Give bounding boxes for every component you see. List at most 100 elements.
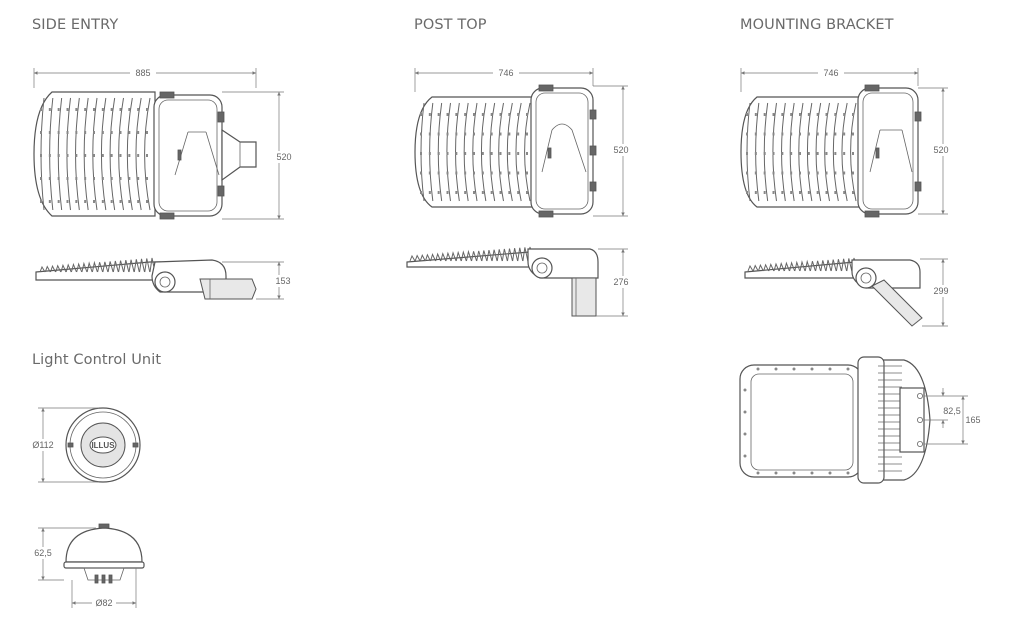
fin-slot (446, 152, 449, 155)
post-top-height-label: 276 (613, 277, 628, 287)
fin-tooth (39, 265, 46, 273)
fin-slot (455, 191, 458, 194)
fin-slot (66, 131, 69, 134)
heat-sink-fin (92, 97, 98, 211)
mounting-bracket-heading: MOUNTING BRACKET (740, 17, 894, 33)
fin-tooth (419, 253, 426, 262)
fin-slot (110, 108, 113, 111)
post-top-width-label: 520 (613, 145, 628, 155)
fin-slot (490, 171, 493, 175)
rim-dot (774, 471, 778, 475)
fin-tooth (97, 262, 104, 273)
fin-slot (490, 132, 493, 136)
post-top-height-dimension: 276 (596, 248, 635, 317)
fin-tooth (522, 247, 529, 262)
mounting-bracket-width-label: 520 (933, 145, 948, 155)
heat-sink-fin (515, 102, 522, 202)
fin-slot (137, 108, 140, 111)
fin-slot (66, 177, 69, 180)
fin-tooth (440, 252, 447, 262)
post-top-side-view (406, 246, 599, 317)
fin-slot (101, 131, 104, 134)
fin-slot (66, 154, 69, 157)
heat-sink-fin (489, 102, 496, 202)
fin-slot (464, 113, 467, 116)
rim-dot (846, 367, 850, 371)
fin-tooth (471, 251, 478, 262)
fin-tooth (794, 260, 801, 272)
fin-slot (772, 191, 775, 194)
fin-slot (40, 154, 42, 157)
fin-slot (101, 108, 104, 111)
mounting-bracket-height-label: 299 (933, 286, 948, 296)
fin-slot (852, 113, 854, 116)
fin-slot (746, 113, 748, 116)
fin-slot (446, 113, 449, 116)
fin-slot (437, 152, 440, 155)
side-entry-height-label: 153 (275, 276, 290, 286)
fin-slot (473, 191, 475, 194)
fin-slot (119, 131, 122, 134)
fin-slot (57, 200, 60, 203)
fin-slot (128, 154, 131, 157)
rim-dot (743, 432, 747, 436)
fin-slot (473, 171, 475, 175)
fin-slot (137, 177, 140, 180)
fin-slot (746, 152, 748, 155)
fin-slot (499, 132, 502, 136)
fin-slot (825, 113, 828, 116)
fin-slot (437, 171, 440, 175)
fin-slot (93, 154, 95, 157)
fin-tooth (465, 249, 472, 262)
fin-slot (473, 132, 475, 136)
fin-slot (508, 113, 511, 116)
heat-sink-fin (472, 102, 478, 202)
fin-slot (508, 171, 511, 175)
fin-tooth (820, 260, 827, 272)
mounting-bracket-side-view (744, 257, 923, 327)
fin-tooth (804, 259, 811, 272)
fin-slot (763, 152, 766, 155)
fin-tooth (81, 261, 88, 273)
fin-tooth (128, 259, 135, 273)
post-top-top-view (414, 84, 597, 218)
fin-tooth (123, 260, 130, 273)
fin-slot (825, 191, 828, 194)
rim-dot (810, 471, 814, 475)
fin-slot (420, 191, 422, 194)
fin-slot (84, 154, 87, 157)
fin-slot (93, 200, 95, 203)
fin-slot (437, 132, 440, 136)
fin-slot (799, 191, 801, 194)
fin-slot (75, 131, 78, 134)
fin-slot (437, 113, 440, 116)
fin-slot (834, 191, 837, 194)
heat-sink-fin (118, 97, 124, 211)
fin-tooth (501, 248, 508, 262)
fin-tooth (102, 261, 109, 273)
fin-tooth (133, 259, 140, 273)
fin-slot (481, 191, 484, 194)
fin-slot (526, 191, 528, 194)
fin-slot (843, 171, 846, 175)
lcu-base-diameter-label: Ø82 (95, 598, 112, 608)
fin-slot (816, 191, 819, 194)
fin-slot (119, 108, 122, 111)
fin-slot (526, 171, 528, 175)
fin-slot (746, 171, 748, 175)
mounting-bracket-hole-dimensions: 82,5 165 (924, 388, 983, 445)
fin-tooth (44, 265, 51, 273)
side-entry-top-view (33, 91, 257, 220)
lcu-diameter-label: Ø112 (32, 440, 53, 450)
fin-slot (66, 108, 69, 111)
fin-slot (93, 131, 95, 134)
fin-slot (146, 108, 148, 111)
fin-slot (128, 108, 131, 111)
heat-sink-fin (135, 97, 142, 211)
fin-tooth (435, 252, 442, 262)
fin-tooth (445, 251, 452, 262)
fin-tooth (517, 247, 524, 262)
fin-slot (428, 113, 431, 116)
fin-slot (490, 152, 493, 155)
